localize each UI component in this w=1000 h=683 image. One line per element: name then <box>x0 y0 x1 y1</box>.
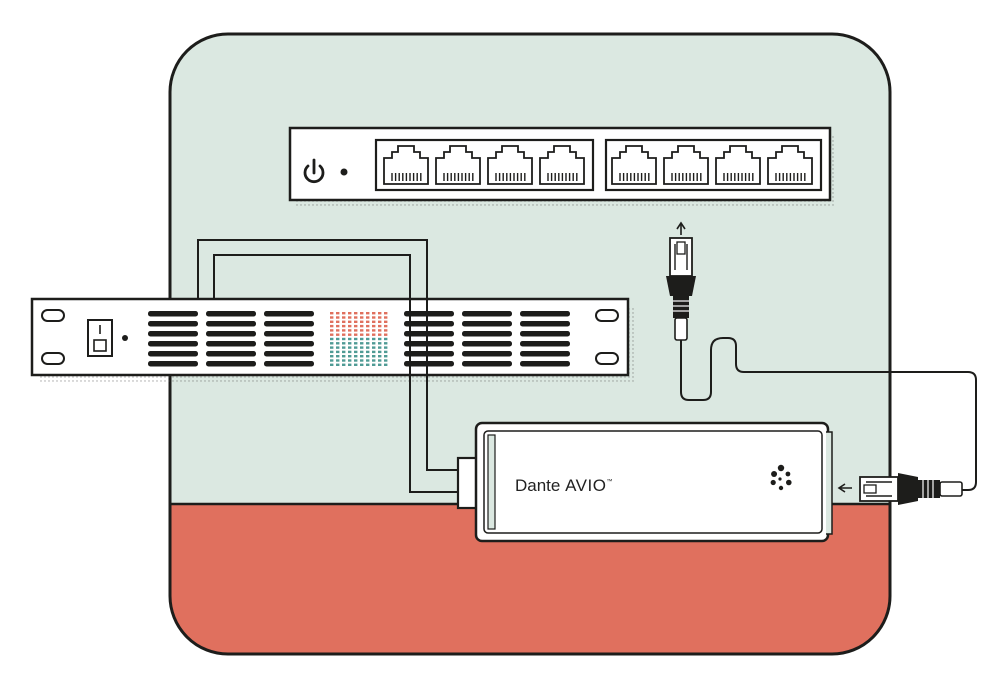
avio-product-label: Dante AVIO™ <box>515 476 612 495</box>
rack-ear-slot <box>595 352 619 365</box>
ethernet-port <box>767 145 813 185</box>
arrow-up-icon <box>676 221 686 230</box>
dante-avio-adapter: Dante AVIO™ <box>456 421 833 543</box>
level-meter <box>330 312 388 366</box>
ethernet-port <box>715 145 761 185</box>
port-group-left <box>374 138 595 192</box>
arrow-left-icon <box>837 483 852 493</box>
dante-burst-icon <box>770 464 792 491</box>
ethernet-port <box>611 145 657 185</box>
rack-ear-slot <box>41 309 65 322</box>
vent-grilles <box>148 311 570 367</box>
network-switch <box>288 126 836 208</box>
rack-ear-slot <box>595 309 619 322</box>
avio-edge-stripe <box>487 434 496 530</box>
power-icon <box>303 158 325 184</box>
rack-audio-device <box>30 297 636 382</box>
analog-cables <box>197 239 460 493</box>
ethernet-port <box>663 145 709 185</box>
rack-status-led <box>122 335 128 341</box>
ethernet-port <box>383 145 429 185</box>
port-group-right <box>604 138 823 192</box>
rj45-plug-to-switch <box>666 221 696 341</box>
ethernet-port <box>539 145 585 185</box>
rj45-plug-to-avio <box>837 473 963 505</box>
ethernet-port <box>487 145 533 185</box>
rocker-power-switch <box>87 319 113 357</box>
ethernet-port <box>435 145 481 185</box>
rack-ear-slot <box>41 352 65 365</box>
ethernet-cable <box>680 337 977 491</box>
switch-status-led <box>340 168 348 176</box>
